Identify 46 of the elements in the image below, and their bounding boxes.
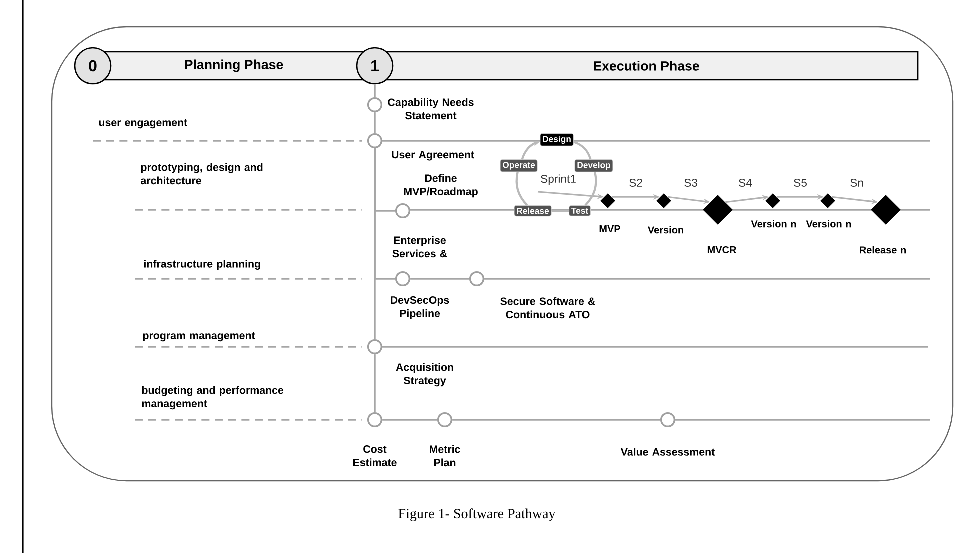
lane-label: user engagement (99, 119, 188, 129)
lane-label: budgeting and performance management (142, 386, 284, 410)
milestone-label: Version n (751, 220, 796, 228)
milestone-label: Secure Software & Continuous ATO (500, 297, 596, 319)
milestone-label: Value Assessment (620, 448, 715, 456)
milestone-label: Version n (806, 220, 852, 228)
edge-label: S4 (737, 178, 754, 188)
stage-box: Design (540, 134, 574, 146)
connector (374, 112, 376, 134)
connector (584, 172, 598, 206)
milestone-label: User Agreement (392, 151, 474, 161)
milestone-label: Enterprise Services & (392, 236, 448, 258)
connector (374, 84, 376, 98)
milestone-label: Metric Plan (430, 445, 460, 467)
connector (574, 141, 592, 160)
milestone-label: Capability Needs Statement (388, 98, 474, 120)
milestone-label: Version (648, 226, 684, 234)
figure-caption: Figure 1- Software Pathway (398, 508, 556, 522)
lane-label: prototyping, design and architecture (141, 163, 263, 185)
phase-number: 1 (356, 47, 394, 85)
milestone-label: Release n (860, 246, 906, 254)
milestone-label: Define MVP/Roadmap (404, 174, 478, 198)
milestone-label: MVP (600, 226, 620, 232)
lane-label: program management (143, 332, 256, 342)
connector (382, 419, 438, 421)
connector (552, 210, 570, 212)
connector (374, 354, 376, 412)
edge-label: S5 (792, 178, 809, 188)
lane-label: infrastructure planning (144, 260, 260, 270)
connector (516, 172, 528, 206)
stage-box: Release (514, 205, 552, 217)
connector (452, 419, 660, 421)
connector (374, 148, 396, 280)
stage-box: Operate (500, 160, 538, 172)
edge-label: S2 (628, 178, 644, 188)
edge-label: S3 (682, 178, 700, 188)
milestone-label: Acquisition Strategy (396, 363, 454, 387)
phase-number: 0 (74, 47, 112, 85)
milestone-label: MVCR (708, 246, 737, 254)
connector (410, 278, 470, 280)
milestone-label: DevSecOps Pipeline (391, 296, 450, 320)
milestone-label: Cost Estimate (353, 446, 397, 466)
stage-box: Test (569, 206, 591, 216)
edge-label: Sprint1 (539, 173, 578, 187)
stage-box: Develop (574, 160, 614, 172)
edge-label: Sn (848, 178, 866, 188)
